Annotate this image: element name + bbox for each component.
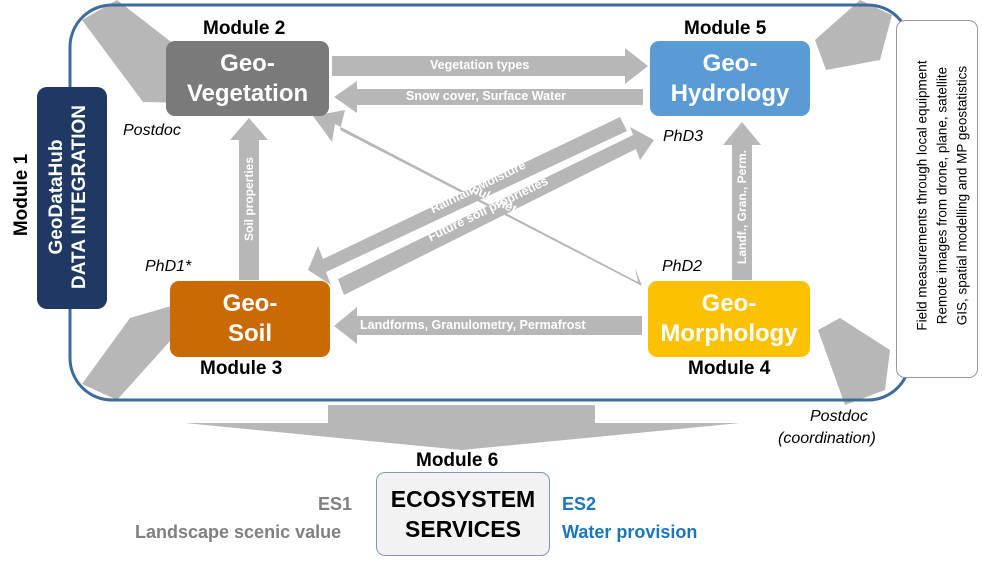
method-line-gis: GIS, spatial modelling and MP geostatist… bbox=[954, 65, 970, 326]
role-postdoc-m2: Postdoc bbox=[123, 122, 181, 139]
flow-label-snow-cover: Snow cover, Surface Water bbox=[406, 89, 567, 103]
arrow-veg-to-hydro bbox=[332, 48, 648, 84]
module-2-label: Module 2 bbox=[203, 18, 286, 39]
output-arrow-to-services bbox=[185, 405, 740, 450]
ecosystem-services-line1: ECOSYSTEM bbox=[390, 486, 536, 512]
corner-arrow-bottom-right bbox=[818, 318, 890, 405]
data-integration-title: DATA INTEGRATION bbox=[69, 105, 90, 289]
ecosystem-services-line2: SERVICES bbox=[405, 516, 521, 542]
module-5-label: Module 5 bbox=[684, 18, 767, 39]
geo-morphology-line2: Morphology bbox=[660, 320, 798, 347]
geo-vegetation-line2: Vegetation bbox=[186, 79, 309, 107]
geo-morphology-box: Geo- Morphology bbox=[648, 281, 810, 357]
arrow-morph-to-hydro bbox=[723, 122, 761, 280]
geo-vegetation-line1: Geo- bbox=[220, 49, 275, 77]
es1-name: Landscape scenic value bbox=[135, 522, 342, 542]
arrow-soil-to-veg bbox=[230, 118, 268, 280]
flow-label-soil-properties: Soil properties bbox=[242, 156, 256, 242]
es2-code: ES2 bbox=[562, 494, 597, 514]
arrow-hydro-to-veg bbox=[334, 81, 643, 113]
corner-arrow-top-right bbox=[815, 0, 892, 70]
es1-code: ES1 bbox=[318, 494, 353, 514]
geo-morphology-line1: Geo- bbox=[701, 290, 757, 317]
corner-arrow-top-left bbox=[82, 0, 193, 103]
module-4-label: Module 4 bbox=[688, 358, 771, 379]
role-phd3: PhD3 bbox=[663, 128, 704, 145]
geo-soil-line2: Soil bbox=[227, 320, 272, 347]
geo-soil-line1: Geo- bbox=[222, 290, 278, 317]
arrow-morph-to-veg bbox=[313, 110, 642, 286]
module-1-label: Module 1 bbox=[11, 153, 32, 237]
role-phd2: PhD2 bbox=[662, 258, 703, 275]
method-line-remote: Remote images from drone, plane, satelli… bbox=[934, 66, 950, 325]
es2-name: Water provision bbox=[562, 522, 698, 542]
role-coordination-line1: Postdoc bbox=[810, 408, 868, 425]
role-coordination-line2: (coordination) bbox=[778, 430, 876, 447]
arrow-hydro-to-soil bbox=[308, 117, 627, 285]
geo-soil-box: Geo- Soil bbox=[170, 281, 330, 357]
ecosystem-services-box: ECOSYSTEM SERVICES bbox=[376, 472, 550, 556]
corner-input-arrows bbox=[82, 0, 892, 405]
geo-hydrology-line2: Hydrology bbox=[670, 79, 790, 107]
geo-vegetation-box: Geo- Vegetation bbox=[166, 41, 329, 116]
module-3-label: Module 3 bbox=[200, 358, 283, 379]
module-6-label: Module 6 bbox=[416, 450, 499, 471]
flow-label-vegetation-types: Vegetation types bbox=[430, 58, 530, 72]
flow-label-morph-to-soil: Landforms, Granulometry, Permafrost bbox=[360, 318, 586, 332]
arrow-soil-to-hydro bbox=[338, 127, 654, 295]
role-phd1: PhD1* bbox=[145, 258, 192, 275]
geo-hydrology-box: Geo- Hydrology bbox=[650, 41, 810, 116]
method-line-field: Field measurements through local equipme… bbox=[914, 60, 930, 331]
geodatahub-title: GeoDataHub bbox=[46, 139, 67, 255]
flow-label-landf-gran-perm: Landf., Gran., Perm. bbox=[735, 149, 749, 265]
corner-arrow-bottom-left bbox=[82, 304, 180, 400]
geodatahub-box bbox=[37, 87, 107, 309]
geo-hydrology-line1: Geo- bbox=[702, 49, 758, 77]
arrow-morph-to-soil bbox=[334, 307, 642, 344]
methods-side-panel bbox=[896, 20, 978, 378]
